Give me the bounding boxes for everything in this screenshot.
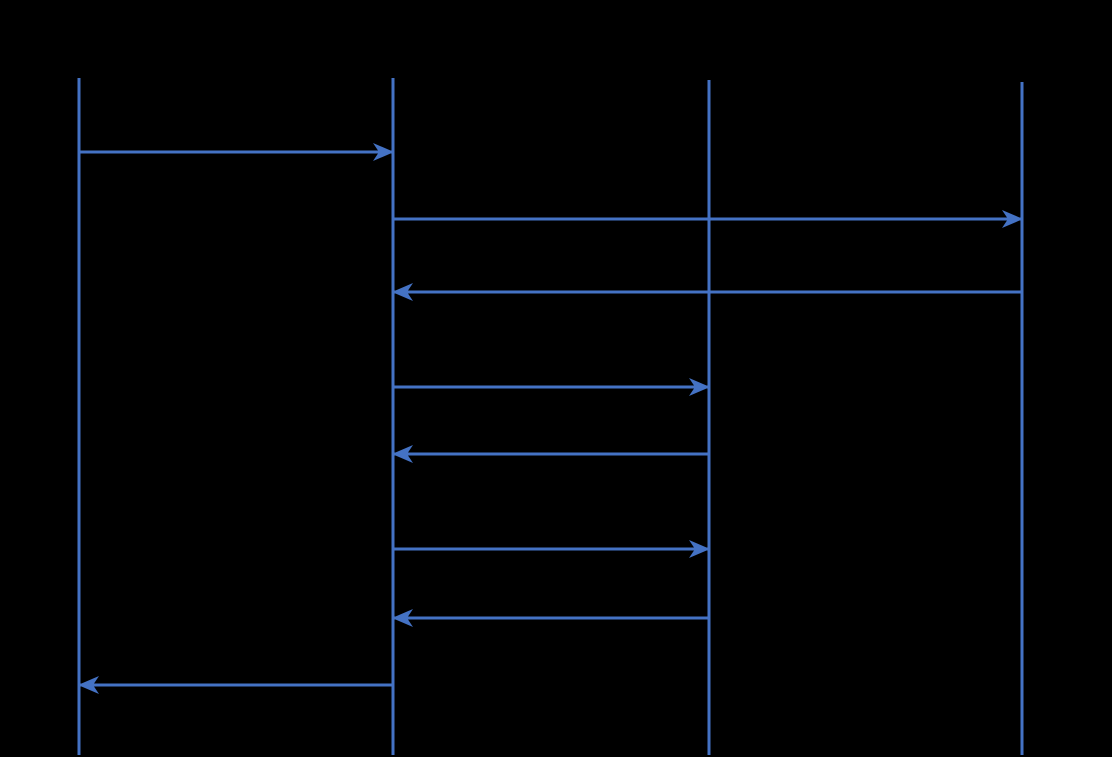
sequence-diagram-svg — [77, 78, 1024, 755]
sequence-diagram — [77, 78, 1024, 755]
